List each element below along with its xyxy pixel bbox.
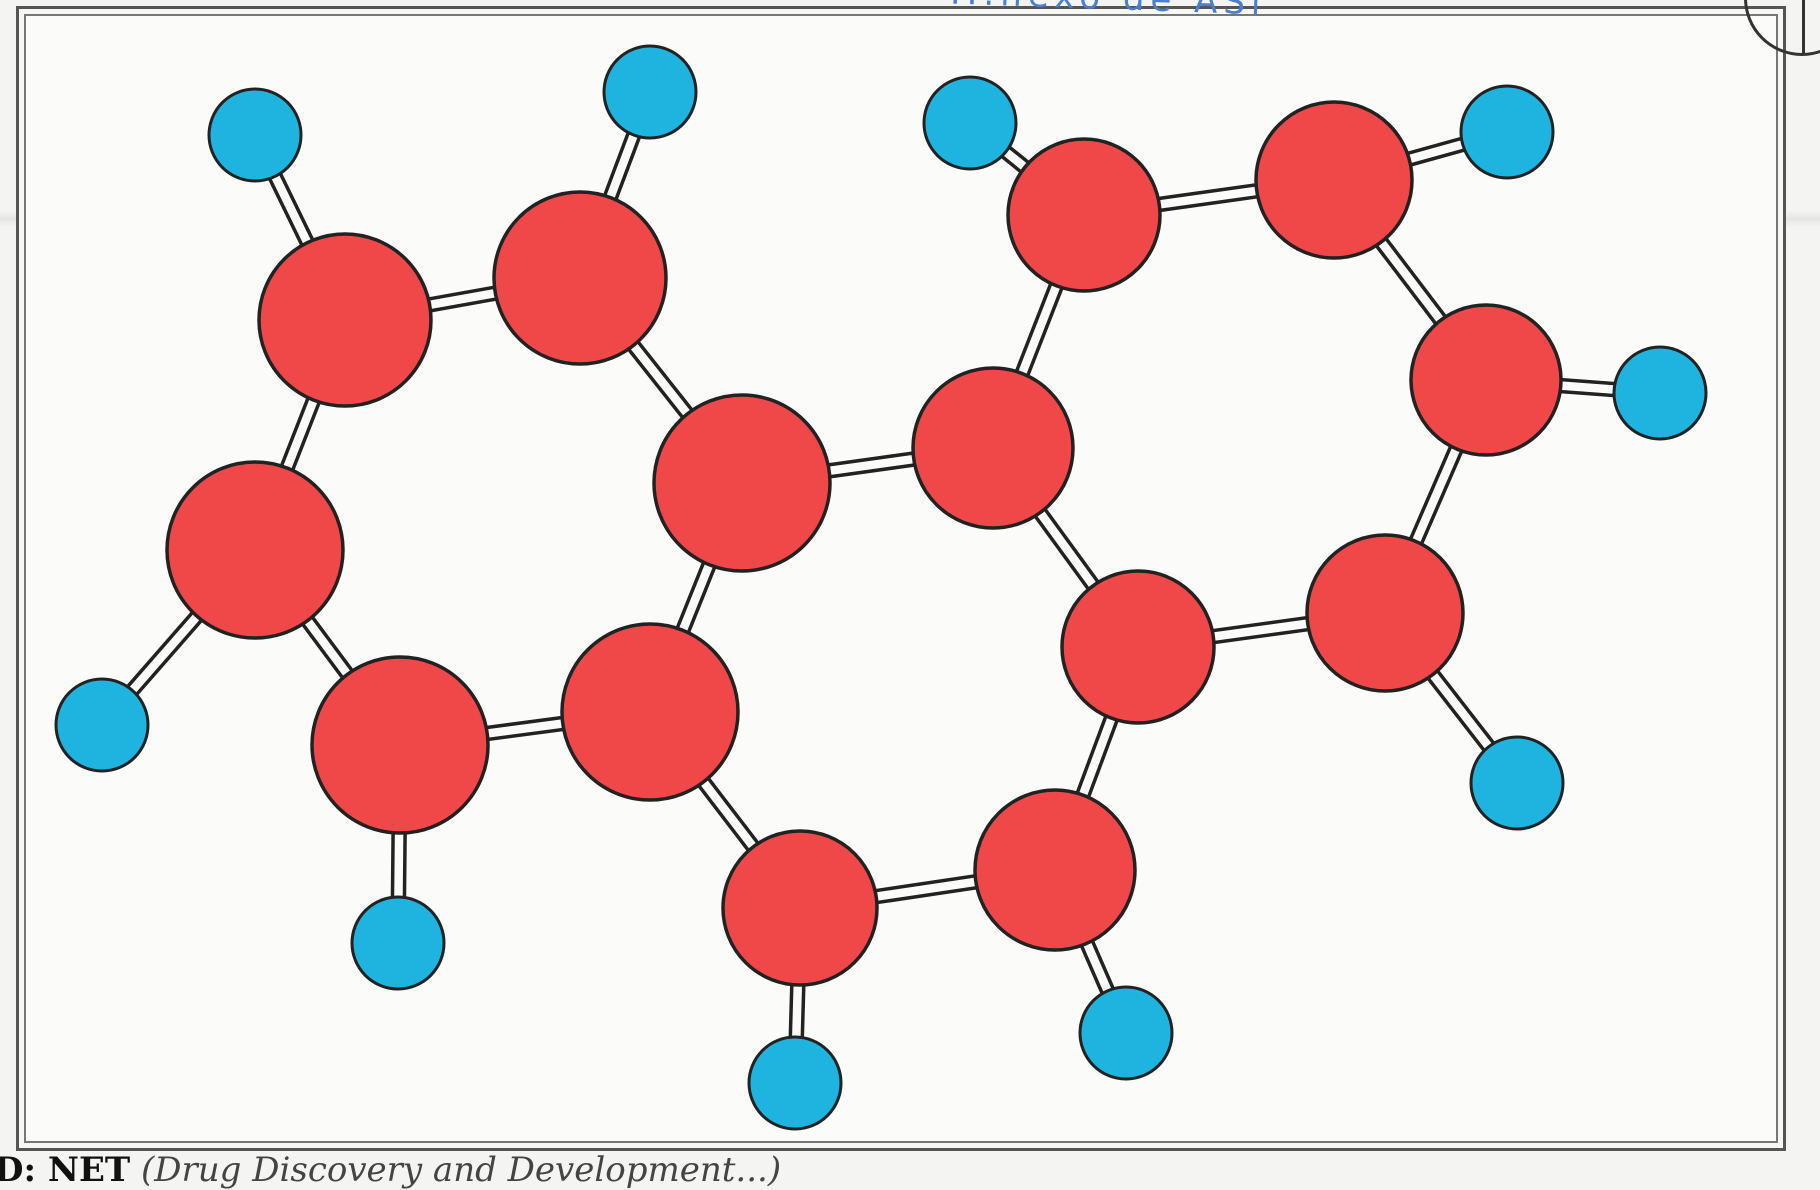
hydrogen-atom: [602, 44, 698, 140]
carbon-atom: [973, 788, 1137, 952]
hydrogen-atom: [207, 87, 303, 183]
hydrogen-atom: [922, 75, 1018, 171]
hydrogen-atom: [1469, 735, 1565, 831]
carbon-atom: [492, 190, 668, 366]
carbon-atom: [165, 460, 345, 640]
carbon-atom: [721, 829, 879, 987]
hydrogen-atom: [1612, 345, 1708, 441]
hydrogen-atom: [350, 895, 446, 991]
carbon-atom: [911, 366, 1075, 530]
hydrogen-atom: [747, 1035, 843, 1131]
carbon-atom: [257, 232, 433, 408]
carbon-atom: [1060, 569, 1216, 725]
hydrogen-atom: [1459, 84, 1555, 180]
carbon-atom: [560, 622, 740, 802]
hydrogen-atom: [54, 677, 150, 773]
carbon-atom: [1254, 100, 1414, 260]
carbon-atom: [652, 393, 832, 573]
page-caption: D: NET (Drug Discovery and Development..…: [0, 1150, 781, 1190]
carbon-atom: [1305, 533, 1465, 693]
caption-subtitle: (Drug Discovery and Development...): [140, 1150, 782, 1190]
carbon-atom: [1409, 303, 1563, 457]
caption-label: D: NET: [0, 1150, 131, 1190]
carbon-atom: [1006, 137, 1162, 293]
hydrogen-atom: [1078, 985, 1174, 1081]
carbon-atom: [310, 655, 490, 835]
